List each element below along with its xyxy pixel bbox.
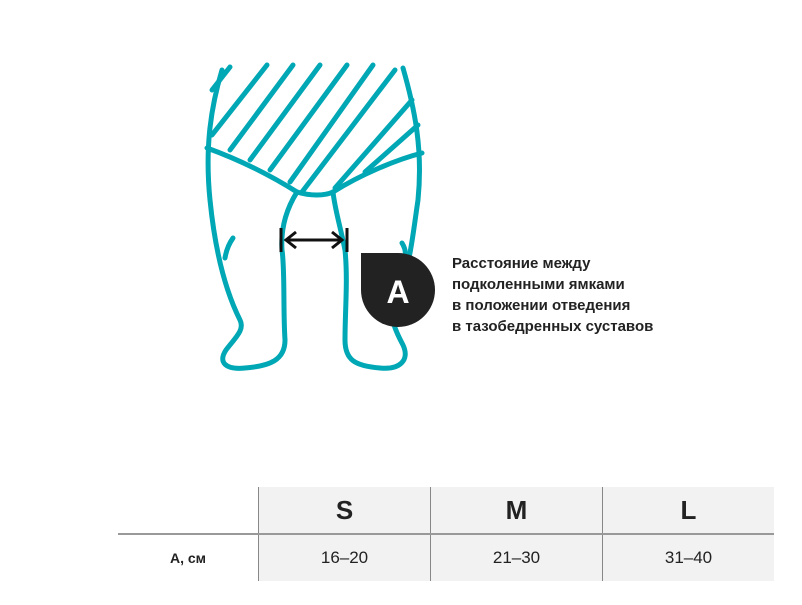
badge-letter: A: [386, 274, 409, 310]
value-m: 21–30: [430, 534, 603, 581]
measure-arrow-icon: [279, 228, 349, 252]
size-table: S M L A, см 16–20 21–30 31–40: [118, 487, 774, 581]
row-label: A, см: [169, 550, 207, 566]
header-size-l: L: [602, 487, 774, 535]
value-s: 16–20: [258, 534, 431, 581]
badge-a: A: [361, 253, 435, 327]
measurement-caption: Расстояние между подколенными ямками в п…: [452, 255, 654, 335]
baby-outline: [204, 62, 425, 371]
header-size-s: S: [258, 487, 431, 535]
value-l: 31–40: [602, 534, 774, 581]
baby-legs-illustration: A: [204, 62, 435, 371]
header-empty: [118, 487, 259, 535]
table-header-row: S M L: [118, 487, 774, 535]
hatch-lines: [209, 62, 421, 195]
header-size-m: M: [430, 487, 603, 535]
table-row: A, см 16–20 21–30 31–40: [118, 534, 774, 581]
